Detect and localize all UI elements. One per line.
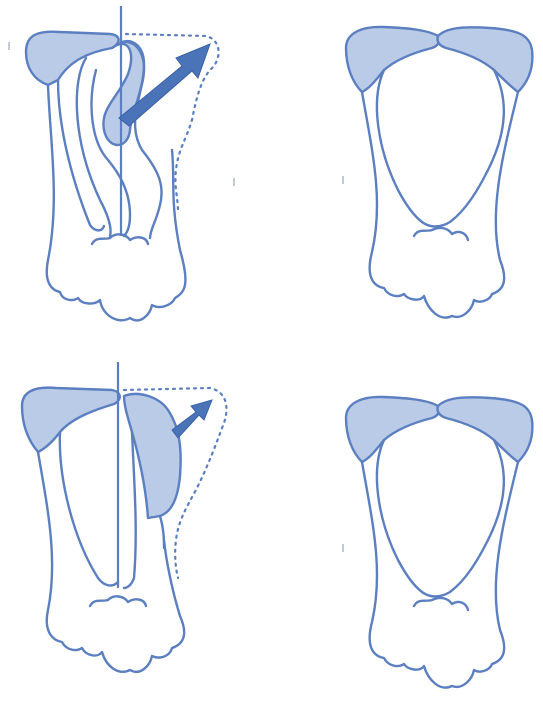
right-cap-shade (437, 27, 532, 92)
right-cap-shade (437, 397, 532, 462)
inner-loop (377, 440, 504, 597)
panel-top-right (234, 27, 532, 318)
panel-bottom-right (343, 397, 532, 688)
panel-top-left (9, 6, 219, 320)
papillary-hump (414, 228, 468, 240)
inner-loop (60, 432, 118, 585)
left-cap-shade (346, 27, 440, 92)
left-cap-shade (346, 397, 440, 462)
displaced-lobe-outer (160, 516, 164, 548)
inner-loop (377, 70, 504, 227)
papillary-hump (414, 598, 468, 610)
left-cap-shade (22, 388, 120, 452)
left-cap-shade (26, 32, 119, 85)
panel-bottom-left (22, 362, 226, 672)
papillary-hump (90, 596, 146, 606)
arrow-small-icon (172, 400, 212, 438)
cell-body-outline (362, 92, 518, 318)
cell-body-outline (362, 462, 518, 688)
displaced-lobe-inner (124, 432, 136, 588)
displaced-lobe-shade (103, 41, 144, 145)
left-inner-curve (58, 80, 104, 230)
